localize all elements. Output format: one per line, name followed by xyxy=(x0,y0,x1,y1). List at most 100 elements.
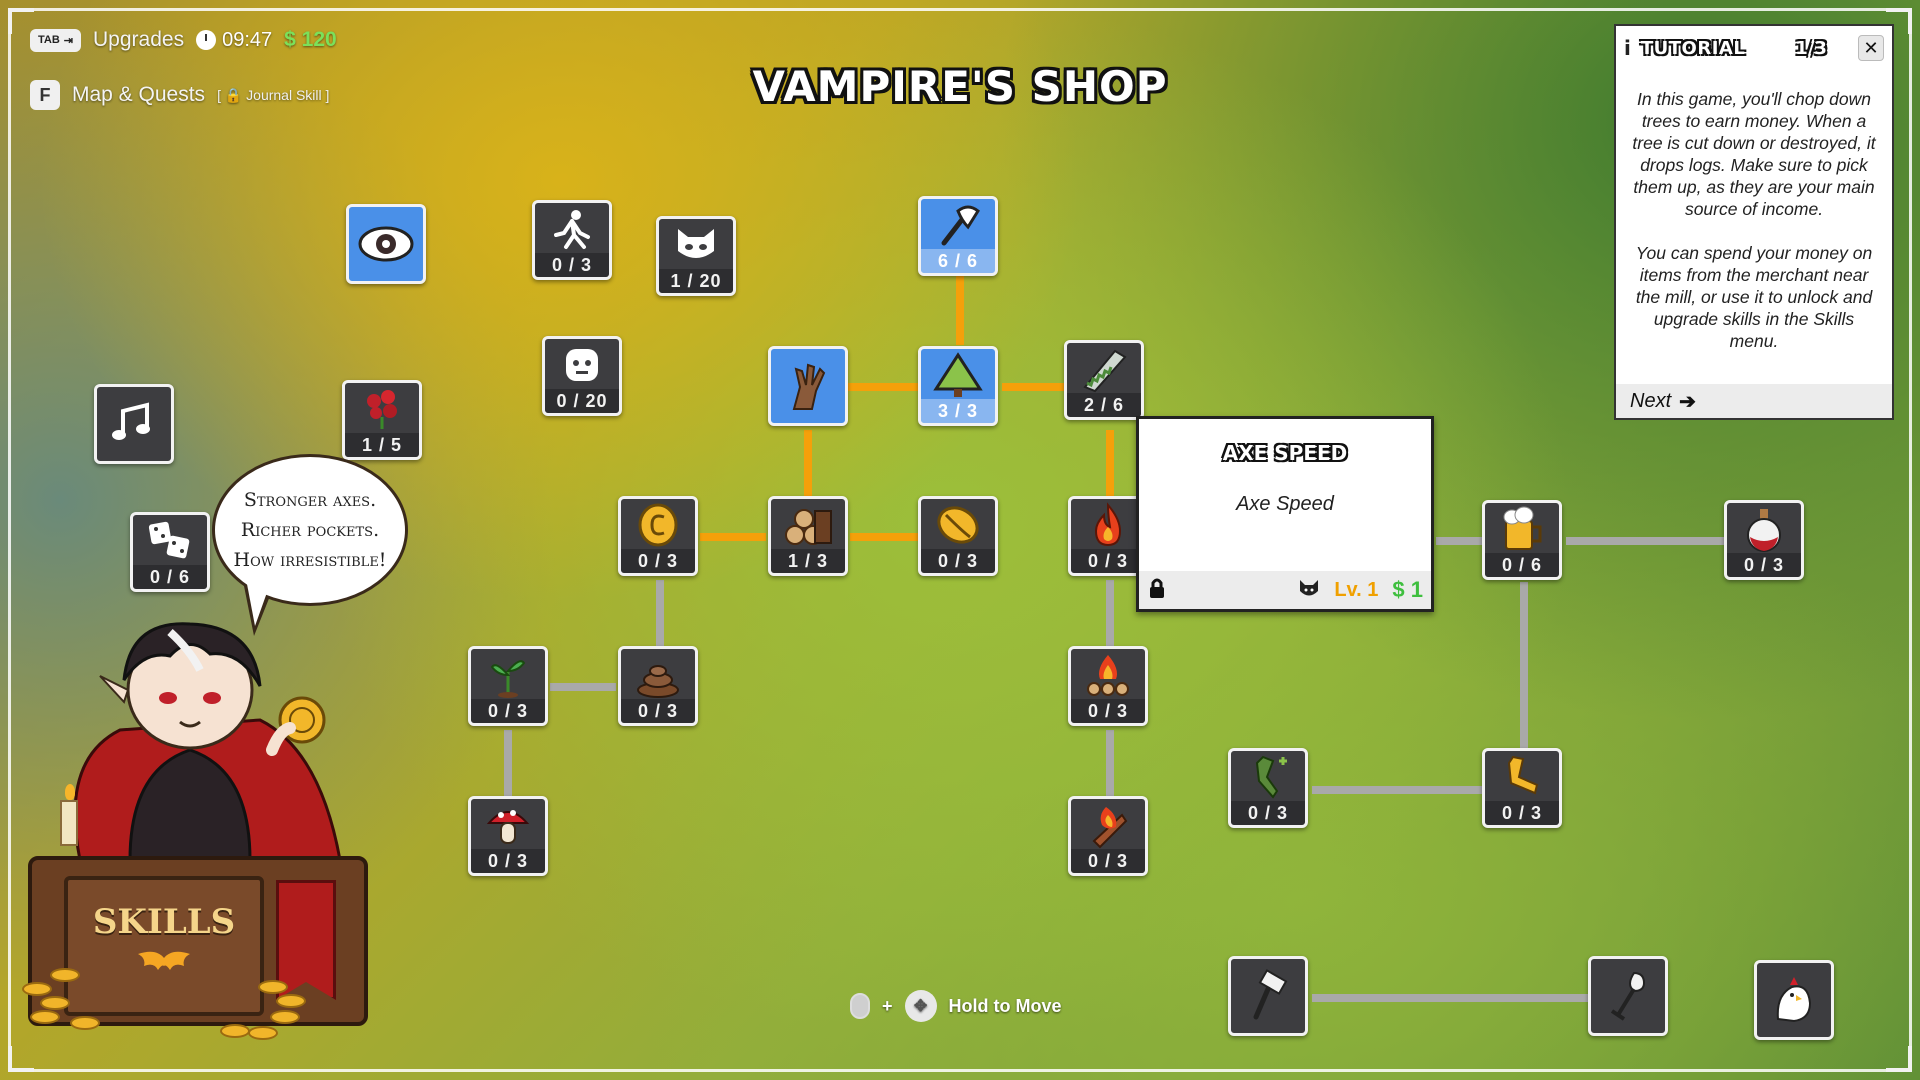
tab-key-hint[interactable]: TAB ⇥ xyxy=(30,28,82,52)
tooltip-title: AXE SPEED xyxy=(1222,441,1348,465)
skill-node-dice[interactable]: 0 / 6 xyxy=(130,512,210,592)
skill-level-count: 0 / 3 xyxy=(1485,801,1559,825)
shovel-icon xyxy=(1591,959,1665,1033)
axe-icon xyxy=(921,199,995,251)
skill-node-potion[interactable]: 0 / 3 xyxy=(1724,500,1804,580)
active-connectors xyxy=(700,275,1114,541)
arrow-right-icon: ➔ xyxy=(1679,390,1696,413)
skill-node-poop[interactable]: 0 / 3 xyxy=(618,646,698,726)
beer-mug-icon xyxy=(1485,503,1559,555)
bubble-line-2: Richer pockets. xyxy=(240,519,380,541)
skill-node-cat-mask[interactable]: 1 / 20 xyxy=(656,216,736,296)
skill-level-count: 0 / 20 xyxy=(545,389,619,413)
skill-level-count: 3 / 3 xyxy=(921,399,995,423)
page-title: VAMPIRE'S SHOP xyxy=(752,62,1168,111)
ghost-face-icon xyxy=(545,339,619,391)
campfire-icon xyxy=(1071,649,1145,701)
skill-node-spinning-coin[interactable]: 0 / 3 xyxy=(918,496,998,576)
skill-level-count: 0 / 3 xyxy=(1071,849,1145,873)
skill-level-count: 0 / 3 xyxy=(1071,699,1145,723)
skill-node-beer[interactable]: 0 / 6 xyxy=(1482,500,1562,580)
cat-icon xyxy=(1298,578,1320,602)
hammer-icon xyxy=(1231,959,1305,1033)
skill-level-count: 0 / 3 xyxy=(535,253,609,277)
skill-node-chicken[interactable] xyxy=(1754,960,1834,1040)
clock-time: 09:47 xyxy=(222,28,273,51)
inactive-connectors xyxy=(504,537,1724,1002)
skill-level-count: 0 / 3 xyxy=(1231,801,1305,825)
tab-key-label: TAB xyxy=(38,34,60,46)
frame-corner-top-right xyxy=(1886,8,1912,34)
potion-icon xyxy=(1727,503,1801,555)
info-icon: i xyxy=(1624,36,1631,60)
skill-node-eye[interactable] xyxy=(346,204,426,284)
bat-banner xyxy=(276,880,336,1000)
bat-icon xyxy=(134,948,194,980)
frame-corner-top-left xyxy=(8,8,34,34)
tutorial-page-counter: 1/3 xyxy=(1795,37,1827,59)
tutorial-body: In this game, you'll chop down trees to … xyxy=(1616,70,1892,352)
frame-corner-bottom-left xyxy=(8,1046,34,1072)
skills-chest-panel: SKILLS xyxy=(64,876,264,1016)
tutorial-paragraph-2: You can spend your money on items from t… xyxy=(1635,243,1873,351)
skill-node-hand[interactable] xyxy=(768,346,848,426)
skill-node-mushroom[interactable]: 0 / 3 xyxy=(468,796,548,876)
skill-node-axe[interactable]: 6 / 6 xyxy=(918,196,998,276)
tutorial-paragraph-1: In this game, you'll chop down trees to … xyxy=(1632,89,1876,219)
skill-node-music[interactable] xyxy=(94,384,174,464)
upgrades-label[interactable]: Upgrades xyxy=(93,28,185,51)
candle-icon xyxy=(60,784,78,846)
money-counter: $ 120 xyxy=(284,28,337,51)
skill-node-logs[interactable]: 1 / 3 xyxy=(768,496,848,576)
saw-icon xyxy=(1067,343,1141,395)
skill-node-gold-coin[interactable]: 0 / 3 xyxy=(618,496,698,576)
poop-icon xyxy=(621,649,695,701)
game-clock: 09:47 xyxy=(196,29,272,52)
tutorial-title: TUTORIAL xyxy=(1640,37,1746,59)
skill-tooltip: AXE SPEED Axe Speed Lv. 1 $ 1 xyxy=(1136,416,1434,612)
tooltip-price: $ 1 xyxy=(1392,577,1423,602)
close-icon[interactable]: ✕ xyxy=(1858,35,1884,61)
tutorial-next-button[interactable]: Next ➔ xyxy=(1616,384,1892,418)
skill-node-ghost-face[interactable]: 0 / 20 xyxy=(542,336,622,416)
skill-level-count: 1 / 5 xyxy=(345,433,419,457)
chicken-icon xyxy=(1757,963,1831,1037)
skill-node-campfire[interactable]: 0 / 3 xyxy=(1068,646,1148,726)
skill-node-burning-log[interactable]: 0 / 3 xyxy=(1068,796,1148,876)
skill-node-tree[interactable]: 3 / 3 xyxy=(918,346,998,426)
yellow-leg-icon xyxy=(1485,751,1559,803)
tutorial-panel: i TUTORIAL 1/3 ✕ In this game, you'll ch… xyxy=(1614,24,1894,420)
tooltip-footer: Lv. 1 $ 1 xyxy=(1139,571,1431,609)
mouse-icon xyxy=(850,993,870,1019)
skill-node-fire[interactable]: 0 / 3 xyxy=(1068,496,1148,576)
spinning-coin-icon xyxy=(921,499,995,551)
runner-icon xyxy=(535,203,609,255)
skill-node-shovel[interactable] xyxy=(1588,956,1668,1036)
bubble-line-3: How irresistible! xyxy=(233,549,387,571)
skill-node-hammer[interactable] xyxy=(1228,956,1308,1036)
lock-icon xyxy=(1147,577,1167,603)
flower-icon xyxy=(345,383,419,435)
burning-log-icon xyxy=(1071,799,1145,851)
skill-node-runner[interactable]: 0 / 3 xyxy=(532,200,612,280)
skill-level-count: 0 / 3 xyxy=(621,549,695,573)
skill-node-green-leg[interactable]: 0 / 3 xyxy=(1228,748,1308,828)
skill-node-saw[interactable]: 2 / 6 xyxy=(1064,340,1144,420)
f-key-hint[interactable]: F xyxy=(30,80,60,110)
skill-level-count: 0 / 3 xyxy=(1727,553,1801,577)
skill-level-count: 0 / 3 xyxy=(921,549,995,573)
skill-node-flower[interactable]: 1 / 5 xyxy=(342,380,422,460)
skill-node-sprout[interactable]: 0 / 3 xyxy=(468,646,548,726)
skill-level-count: 2 / 6 xyxy=(1067,393,1141,417)
map-quests-label[interactable]: Map & Quests xyxy=(72,83,206,106)
skill-level-count: 1 / 3 xyxy=(771,549,845,573)
plus-sign: + xyxy=(882,995,893,1016)
bubble-line-1: Stronger axes. xyxy=(243,489,377,511)
tooltip-description: Axe Speed xyxy=(1236,493,1334,515)
move-hint: + ✥ Hold to Move xyxy=(850,990,1062,1022)
skill-level-count: 0 / 3 xyxy=(471,699,545,723)
skill-level-count: 0 / 6 xyxy=(1485,553,1559,577)
gold-coin-icon xyxy=(621,499,695,551)
skill-node-yellow-leg[interactable]: 0 / 3 xyxy=(1482,748,1562,828)
